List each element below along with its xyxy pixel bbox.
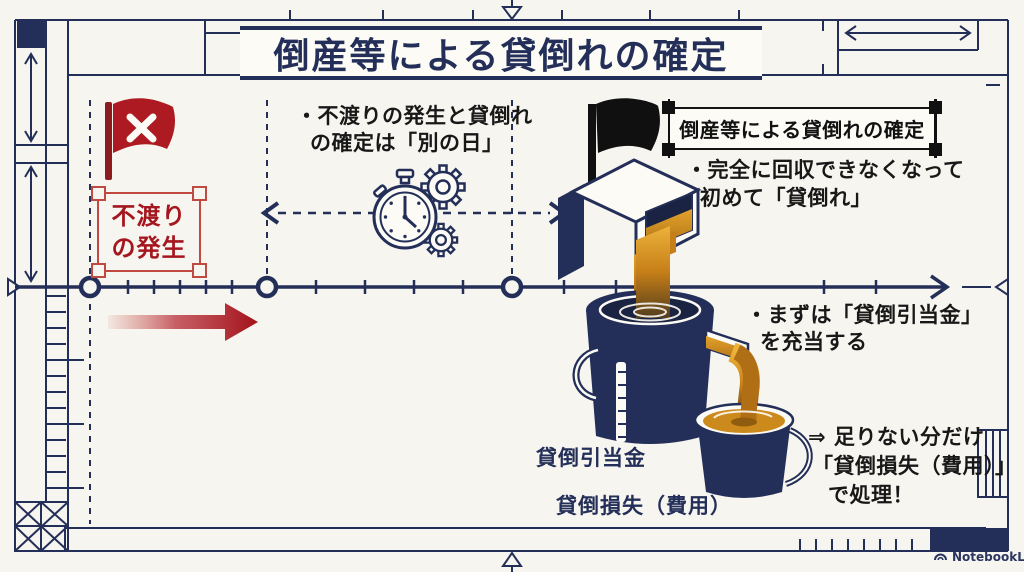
confirmation-title-box: 倒産等による貸倒れの確定 bbox=[662, 99, 942, 158]
shortfall-note-line2: 「貸倒損失（費用）」 bbox=[812, 454, 1017, 478]
corner-handle bbox=[662, 143, 675, 156]
timeline-node bbox=[255, 275, 279, 299]
crossed-square-mark bbox=[14, 501, 69, 552]
frame-corner-square bbox=[17, 21, 45, 48]
confirmation-title: 倒産等による貸倒れの確定 bbox=[679, 118, 925, 142]
timeline-node bbox=[78, 275, 102, 299]
black-flag-icon bbox=[588, 98, 660, 196]
interval-note-line1: ・不渡りの発生と貸倒れ bbox=[296, 104, 533, 128]
interval-note: ・不渡りの発生と貸倒れ の確定は「別の日」 bbox=[296, 103, 533, 157]
pouring-illustration bbox=[558, 158, 813, 498]
allowance-note: ・まずは「貸倒引当金」 を充当する bbox=[746, 302, 983, 356]
gear-small-icon bbox=[423, 222, 459, 258]
allowance-note-line2: を充当する bbox=[760, 330, 868, 354]
watermark-text: NotebookLM bbox=[952, 549, 1024, 564]
shortfall-note-line3: で処理！ bbox=[828, 483, 914, 507]
chute-illustration bbox=[558, 158, 702, 280]
interval-note-line2: の確定は「別の日」 bbox=[310, 131, 504, 155]
shortfall-note-line1: ⇒ 足りない分だけ bbox=[808, 425, 985, 449]
notebooklm-watermark: NotebookLM bbox=[933, 549, 1024, 564]
corner-handle bbox=[662, 101, 675, 114]
loss-bucket bbox=[693, 344, 813, 498]
dishonor-label-line2: の発生 bbox=[111, 234, 187, 262]
allowance-note-line1: ・まずは「貸倒引当金」 bbox=[746, 303, 983, 327]
red-flag-icon bbox=[105, 98, 175, 180]
notebooklm-logo-icon bbox=[934, 553, 947, 561]
guide-dashed-lines bbox=[89, 100, 513, 524]
dishonor-label-box: 不渡り の発生 bbox=[91, 186, 207, 278]
corner-handle bbox=[91, 263, 106, 278]
page-title: 倒産等による貸倒れの確定 bbox=[240, 26, 762, 80]
stopwatch-gears-icon bbox=[372, 164, 466, 258]
allowance-bucket-label: 貸倒引当金 bbox=[536, 446, 646, 470]
corner-handle bbox=[192, 186, 207, 201]
box-edge-line bbox=[667, 99, 670, 158]
dishonor-label-line1: 不渡り bbox=[111, 202, 187, 230]
progress-red-arrow bbox=[108, 303, 258, 341]
loss-bucket-label: 貸倒損失（費用） bbox=[556, 494, 732, 518]
blueprint-frame bbox=[7, 0, 1009, 572]
corner-handle bbox=[91, 186, 106, 201]
timeline-axis bbox=[15, 274, 951, 300]
uncollectible-note-line1: ・完全に回収できなくなって bbox=[686, 158, 965, 182]
stopwatch-icon bbox=[372, 168, 438, 250]
corner-handle bbox=[929, 143, 942, 156]
box-edge-line bbox=[934, 99, 937, 158]
allowance-bucket bbox=[572, 226, 750, 444]
uncollectible-note: ・完全に回収できなくなって 初めて「貸倒れ」 bbox=[686, 156, 964, 212]
timeline-node bbox=[500, 275, 524, 299]
corner-handle bbox=[192, 263, 207, 278]
corner-handle bbox=[929, 101, 942, 114]
uncollectible-note-line2: 初めて「貸倒れ」 bbox=[700, 186, 872, 210]
gear-large-icon bbox=[420, 164, 466, 210]
ruler-ticks bbox=[47, 295, 84, 489]
shortfall-note: ⇒ 足りない分だけ 「貸倒損失（費用）」 で処理！ bbox=[808, 423, 1017, 510]
